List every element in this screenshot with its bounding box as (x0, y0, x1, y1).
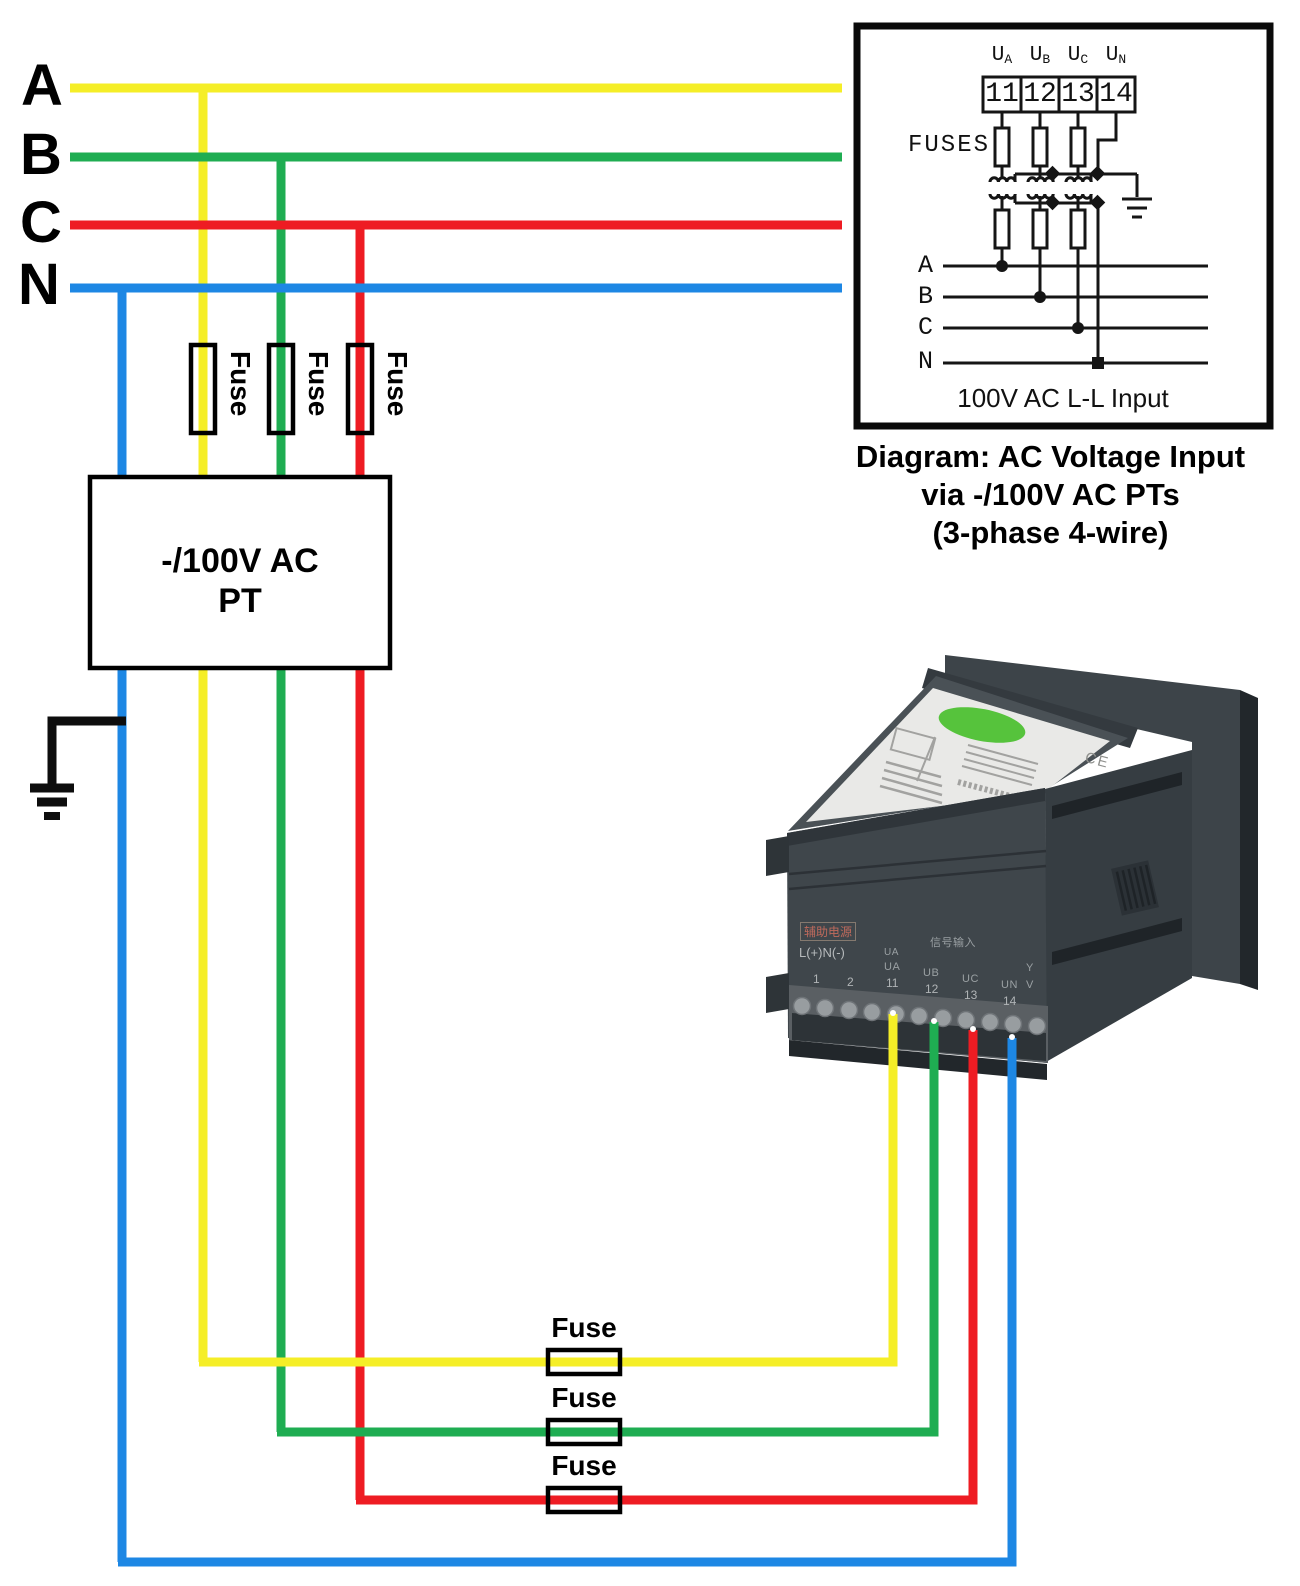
meter-spec-label (806, 688, 1110, 822)
meter-terminal-2: 2 (847, 975, 854, 989)
green-sticker (938, 707, 1026, 743)
pt-box-label: -/100V AC PT (90, 541, 390, 621)
fuse-b-label: Fuse (303, 351, 334, 417)
pt-box-label-line1: -/100V AC (161, 542, 319, 580)
meter-side-face (1045, 750, 1192, 1062)
return-fuse-b-label: Fuse (551, 1382, 617, 1413)
meter-v-label: V (1026, 979, 1034, 991)
return-fuse-a-label: Fuse (551, 1312, 617, 1343)
bus-label-c: C (20, 190, 62, 255)
meter-signal-title: 信号输入 (930, 937, 976, 949)
inset-caption: Diagram: AC Voltage Input via -/100V AC … (828, 438, 1273, 552)
fuse-a-return-body (545, 1347, 623, 1377)
meter-terminal-11: 11 (886, 976, 899, 990)
inset-terminal-12: 12 (1023, 79, 1057, 110)
phase-c-return-wire (356, 1030, 978, 1505)
meter-bottom-rim (789, 1040, 1047, 1080)
inset-line-label-n: N (917, 347, 933, 376)
bus-label-a: A (21, 53, 63, 118)
meter-terminal-13: 13 (964, 988, 978, 1002)
ground-symbol (30, 716, 126, 820)
wire-attach-points (890, 1010, 1015, 1040)
inset-terminal-label-uc: UC (1067, 44, 1089, 67)
fuse-c-label: Fuse (382, 351, 413, 417)
meter-col2-label: UB (923, 967, 940, 979)
meter-col1-top-label: UA (884, 947, 899, 958)
meter-aux-title: 辅助电源 (800, 922, 857, 941)
inset-terminal-strip (981, 75, 1137, 114)
meter-label-print (879, 726, 1041, 807)
meter-aux-terminals: L(+)N(-) (799, 945, 845, 960)
return-fuses (545, 1347, 623, 1515)
meter-y-label: Y (1026, 962, 1034, 974)
inset-junctions (996, 165, 1106, 369)
panel-meter-photo (766, 655, 1258, 1080)
inset-terminal-13: 13 (1061, 79, 1095, 110)
meter-col4-label: UN (1001, 979, 1018, 991)
meter-return-wires (118, 1014, 1017, 1567)
phase-b-return-wire (277, 1022, 939, 1437)
phase-fuses (188, 342, 375, 436)
meter-rear-seams (788, 849, 1047, 891)
pt-box (87, 474, 393, 671)
meter-terminal-1: 1 (813, 972, 820, 986)
fuse-c-return-body (545, 1485, 623, 1515)
phase-a-return-wire (199, 1014, 898, 1367)
meter-vent-grille (1111, 860, 1159, 916)
inset-line-label-c: C (917, 313, 933, 342)
bus-label-n: N (18, 252, 60, 317)
fuse-b-return-body (545, 1417, 623, 1447)
inset-border (853, 22, 1274, 430)
meter-side-slot-top (1052, 772, 1182, 819)
inset-bottom-label: 100V AC L-L Input (957, 383, 1169, 413)
terminal-strip-recess (792, 1013, 1046, 1061)
inset-wires (943, 112, 1208, 365)
inset-terminal-label-ua: UA (991, 44, 1013, 67)
inset-caption-line2: via -/100V AC PTs (921, 477, 1180, 512)
inset-terminal-11: 11 (985, 79, 1019, 110)
inset-terminal-label-un: UN (1105, 44, 1127, 67)
fuse-b-body (266, 342, 296, 436)
fuse-a-label: Fuse (225, 351, 256, 417)
phase-drop-wires (117, 88, 365, 1562)
inset-line-label-b: B (917, 282, 933, 311)
inset-caption-line3: (3-phase 4-wire) (932, 515, 1169, 550)
fuse-a-body (188, 342, 218, 436)
meter-clip-bottom (766, 973, 789, 1013)
bus-label-b: B (20, 122, 62, 187)
inset-fuses-label: FUSES (908, 132, 991, 159)
meter-terminal-14: 14 (1003, 994, 1017, 1008)
inset-diagram (853, 22, 1274, 430)
meter-terminal-12: 12 (925, 982, 939, 996)
meter-col1-label: UA (884, 961, 901, 973)
bus-lines (70, 83, 842, 293)
inset-caption-line1: Diagram: AC Voltage Input (855, 439, 1246, 474)
return-fuse-c-label: Fuse (551, 1450, 617, 1481)
meter-bezel-edge (1240, 690, 1258, 990)
meter-side-slot-bottom (1052, 918, 1182, 965)
neutral-return-wire (118, 1038, 1017, 1567)
inset-line-label-a: A (917, 251, 933, 280)
meter-rear-bevel (787, 788, 1045, 846)
fuse-c-body (345, 342, 375, 436)
inset-terminal-14: 14 (1099, 79, 1133, 110)
meter-clip-top (766, 836, 789, 876)
meter-col3-label: UC (962, 973, 979, 985)
pt-box-label-line2: PT (218, 582, 262, 620)
inset-terminal-label-ub: UB (1029, 44, 1051, 67)
terminal-screws (792, 996, 1047, 1036)
